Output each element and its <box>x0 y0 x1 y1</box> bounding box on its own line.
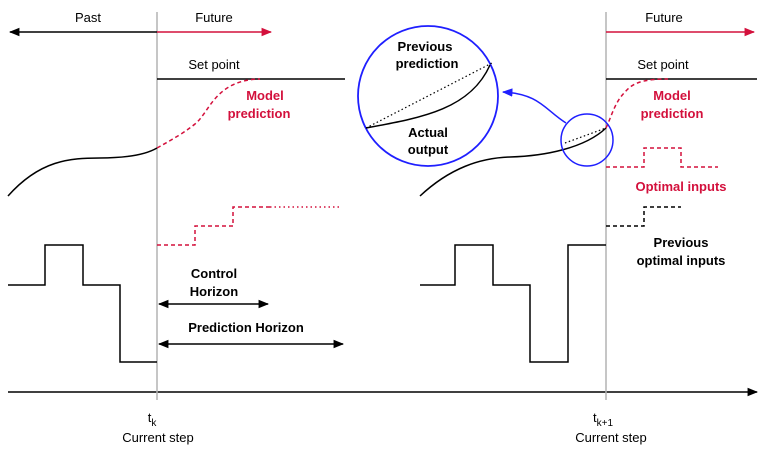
optimal-inputs-right <box>606 147 718 168</box>
future-label-right: Future <box>645 10 683 25</box>
model-prediction-label-left-2: prediction <box>228 106 291 121</box>
previous-optimal-inputs-right <box>606 206 681 227</box>
previous-prediction-label: Previous <box>398 39 453 54</box>
set-point-label-right: Set point <box>637 57 689 72</box>
model-prediction-label-left: Model <box>246 88 284 103</box>
current-step-label-right: Current step <box>575 430 647 445</box>
model-prediction-label-right: Model <box>653 88 691 103</box>
tk1-label: tk+1 <box>593 410 613 429</box>
past-label: Past <box>75 10 101 25</box>
future-label-left: Future <box>195 10 233 25</box>
output-curve-right <box>419 127 607 197</box>
previous-prediction-label-2: prediction <box>396 56 459 71</box>
optimal-inputs-left <box>157 206 270 246</box>
prediction-horizon-label: Prediction Horizon <box>188 320 304 335</box>
zoom-circle-large <box>357 25 499 167</box>
actual-output-label-2: output <box>408 142 449 157</box>
model-prediction-label-right-2: prediction <box>641 106 704 121</box>
current-step-label-left: Current step <box>122 430 194 445</box>
zoom-circle-small <box>560 113 614 167</box>
past-inputs-left <box>8 244 157 363</box>
past-inputs-right <box>420 244 606 363</box>
model-prediction-curve-left <box>156 78 261 149</box>
previous-optimal-inputs-label-2: optimal inputs <box>637 253 726 268</box>
control-horizon-label: Control <box>191 266 237 281</box>
zoom-connector-arrow <box>501 88 567 124</box>
optimal-inputs-label: Optimal inputs <box>636 179 727 194</box>
set-point-label-left: Set point <box>188 57 240 72</box>
control-horizon-label-2: Horizon <box>190 284 238 299</box>
tk-label: tk <box>148 410 158 429</box>
previous-prediction-right <box>564 127 607 144</box>
zoom-actual-output <box>365 64 491 129</box>
output-curve-left <box>7 147 158 197</box>
previous-optimal-inputs-label: Previous <box>654 235 709 250</box>
actual-output-label: Actual <box>408 125 448 140</box>
